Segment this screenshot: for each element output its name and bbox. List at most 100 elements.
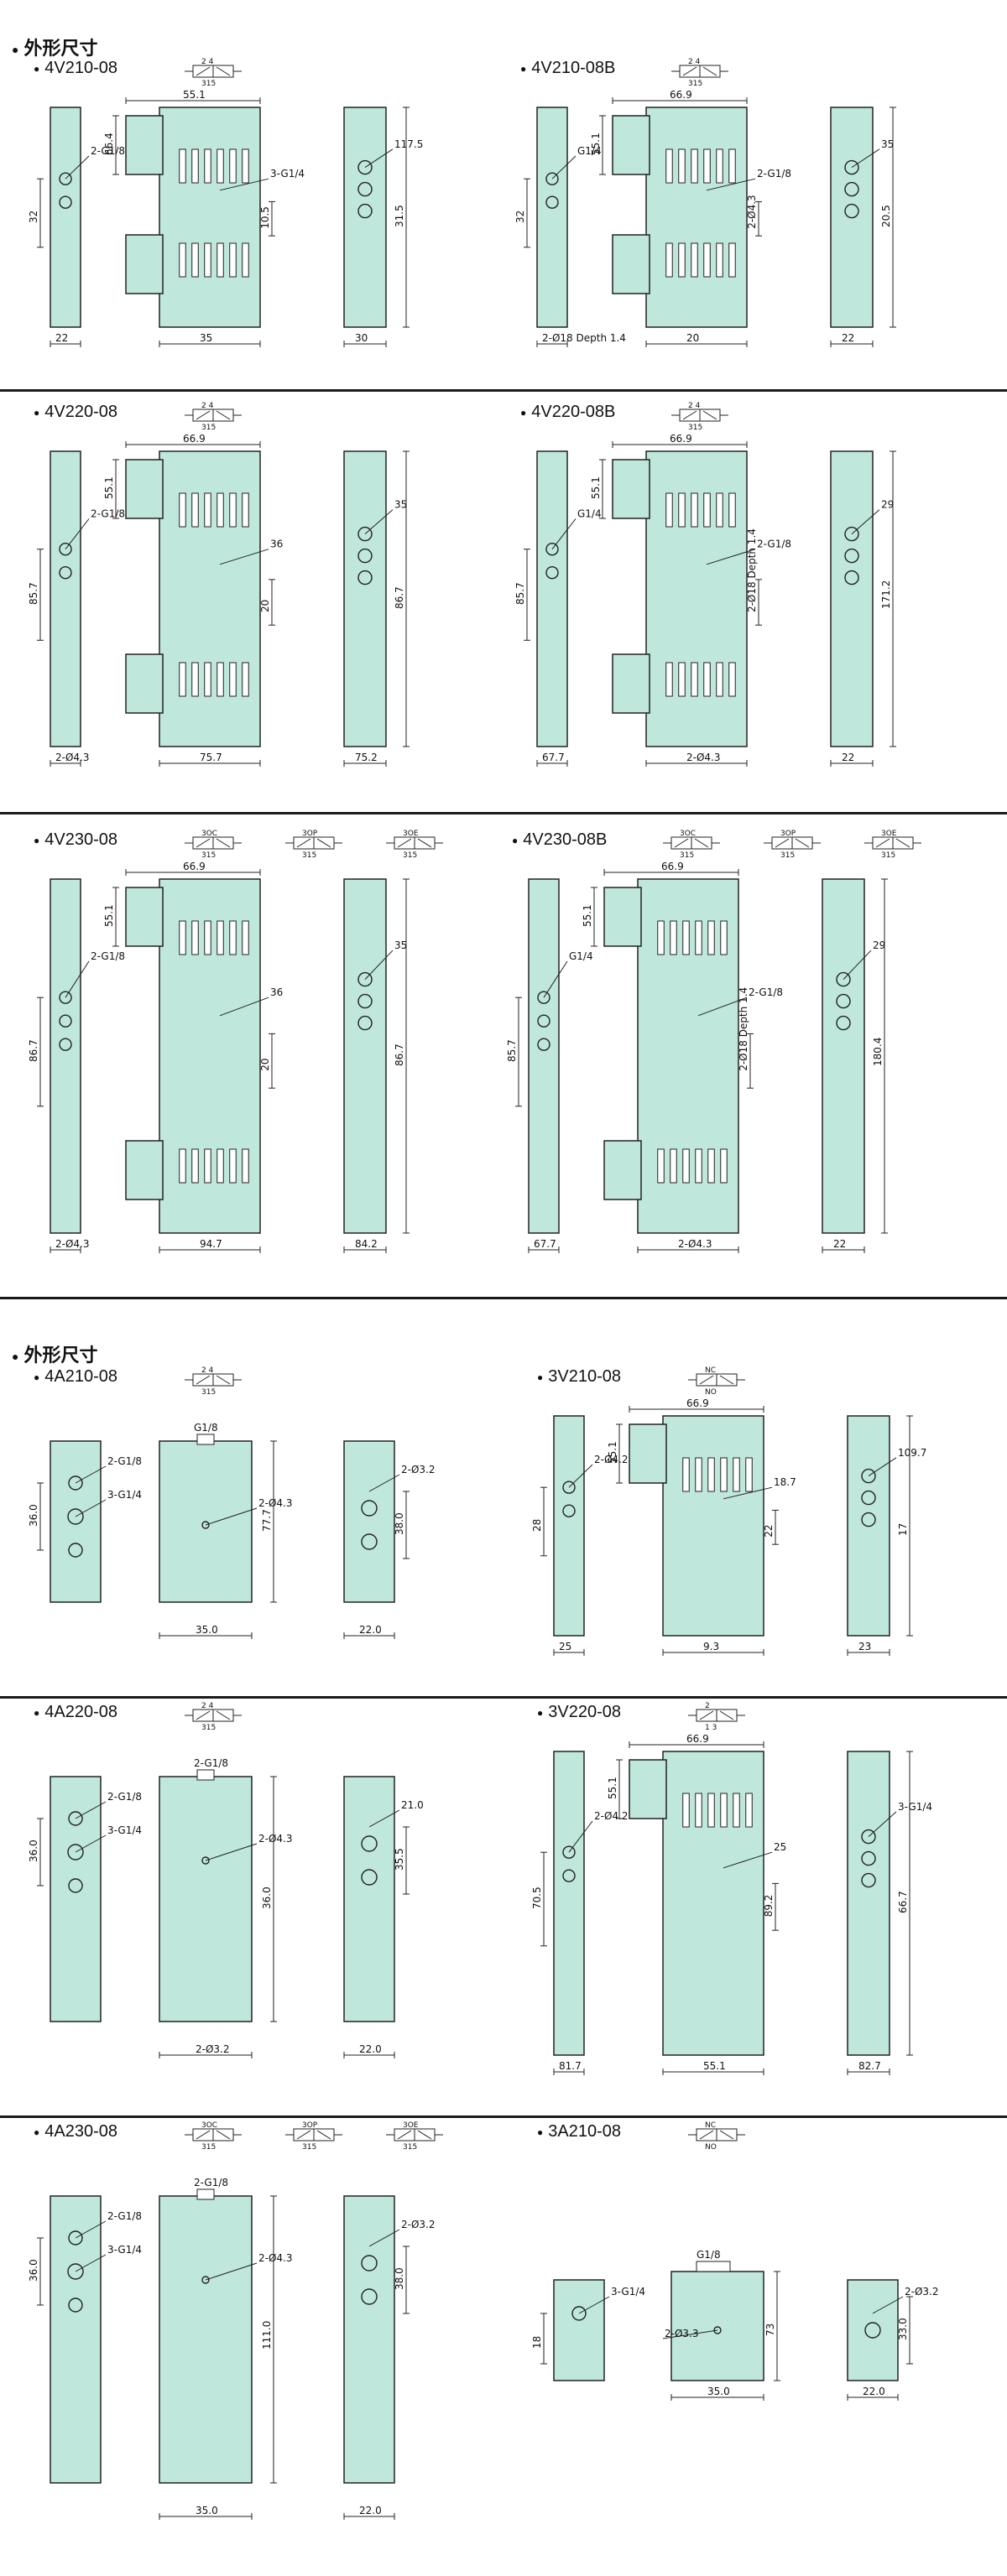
side-view-body bbox=[553, 2279, 605, 2381]
dimension-label: 77.7 bbox=[261, 1509, 273, 1532]
symbol-label: 3OP bbox=[302, 2121, 318, 2130]
port-boss bbox=[696, 2261, 731, 2272]
symbol-label: 3OP bbox=[780, 830, 796, 838]
cooling-slot bbox=[217, 242, 224, 278]
port-hole bbox=[844, 548, 859, 564]
coil-housing bbox=[612, 115, 650, 175]
leader-label: 2-G1/8 bbox=[757, 539, 791, 550]
dimension-label: 20 bbox=[686, 332, 699, 344]
symbol-label: 315 bbox=[780, 851, 795, 860]
symbol-label: 315 bbox=[201, 1388, 216, 1397]
row-divider bbox=[0, 812, 1007, 814]
dimension-label: 66.9 bbox=[183, 433, 206, 445]
leader-label: 2-Ø3.3 bbox=[665, 2328, 699, 2339]
end-view-body bbox=[343, 1440, 395, 1603]
dimension-label: 33.0 bbox=[897, 2318, 909, 2340]
leader-label: 2-Ø3.2 bbox=[905, 2286, 939, 2298]
leader-label: G1/4 bbox=[577, 145, 602, 157]
dimension-label: 180.4 bbox=[872, 1038, 884, 1066]
leader-line bbox=[219, 997, 269, 1017]
leader-label: 36 bbox=[270, 986, 283, 998]
cooling-slot bbox=[716, 662, 723, 697]
leader-line bbox=[868, 1457, 897, 1477]
dimension-label: 55.1 bbox=[607, 1441, 618, 1464]
coil-housing bbox=[612, 459, 650, 519]
dimension-label: 35.0 bbox=[196, 2505, 218, 2516]
cooling-slot bbox=[733, 1793, 740, 1828]
cooling-slot bbox=[242, 492, 249, 528]
symbol-label: 315 bbox=[403, 851, 417, 860]
leader-label: 2-G1/8 bbox=[757, 168, 791, 180]
drawing-svg: 2 43152-G1/83-G1/436.02-G1/82-Ø4.336.02-… bbox=[28, 1702, 424, 2058]
cooling-slot bbox=[204, 492, 211, 528]
cooling-slot bbox=[745, 1793, 753, 1828]
model-title-text: 4V210-08 bbox=[44, 59, 117, 77]
cooling-slot bbox=[703, 492, 711, 528]
port-hole bbox=[59, 1038, 72, 1051]
symbol-label: 315 bbox=[201, 424, 216, 432]
leader-line bbox=[364, 950, 394, 980]
leader-line bbox=[75, 1465, 107, 1484]
dimension-label: 2-Ø3.2 bbox=[196, 2043, 230, 2055]
leader-label: G1/4 bbox=[569, 950, 593, 962]
leader-line bbox=[205, 1507, 258, 1526]
valve-symbol: 3OE 315 bbox=[386, 830, 443, 860]
symbol-label: 3OE bbox=[403, 830, 419, 838]
dimension-label: 86.7 bbox=[28, 1039, 39, 1062]
port-hole bbox=[357, 548, 373, 564]
model-title-text: 4V220-08B bbox=[531, 403, 616, 421]
symbol-label: 3OE bbox=[403, 2121, 419, 2130]
dimension-label: 20.5 bbox=[880, 205, 892, 227]
cooling-slot bbox=[728, 148, 736, 184]
cooling-slot bbox=[707, 920, 715, 955]
cooling-slot bbox=[682, 1457, 690, 1492]
cooling-slot bbox=[670, 920, 677, 955]
port-hole bbox=[361, 2288, 378, 2305]
port-hole bbox=[357, 181, 373, 197]
dimension-label: 75.7 bbox=[200, 752, 222, 763]
drawing-svg: 2 43152-G1/83-G1/436.0G1/82-Ø4.377.735.0… bbox=[28, 1366, 436, 1639]
dimension-label: 66.4 bbox=[103, 133, 115, 155]
model-title-text: 3V220-08 bbox=[548, 1703, 621, 1721]
symbol-label: 2 bbox=[705, 1702, 710, 1710]
bullet-icon: ● bbox=[520, 62, 527, 75]
bullet-icon: ● bbox=[34, 406, 40, 419]
bullet-icon: ● bbox=[34, 62, 40, 75]
port-hole bbox=[562, 1504, 576, 1517]
symbol-label: 1 3 bbox=[705, 1724, 717, 1732]
port-hole bbox=[361, 1500, 378, 1517]
dimension-label: 31.5 bbox=[394, 205, 405, 227]
dimension-label: 10.5 bbox=[259, 206, 271, 229]
port-hole bbox=[361, 1869, 378, 1886]
cooling-slot bbox=[665, 662, 673, 697]
symbol-label: NC bbox=[705, 1366, 716, 1375]
symbol-label: 2 4 bbox=[201, 1366, 214, 1375]
bullet-icon: ● bbox=[34, 1371, 40, 1383]
cooling-slot bbox=[707, 1793, 715, 1828]
symbol-label: 315 bbox=[302, 851, 316, 860]
cooling-slot bbox=[229, 920, 237, 955]
coil-housing bbox=[125, 887, 164, 947]
cooling-slot bbox=[703, 148, 711, 184]
leader-label: G1/4 bbox=[577, 508, 602, 520]
leader-line bbox=[75, 2220, 107, 2239]
dimension-label: 35.0 bbox=[707, 2386, 730, 2397]
leader-label: 35 bbox=[394, 499, 407, 511]
side-view-body bbox=[50, 878, 81, 1234]
drawing-svg: 3OC3153OP3153OE3152-G1/83-G1/436.02-G1/8… bbox=[28, 2121, 443, 2520]
dimension-label: 89.2 bbox=[763, 1895, 775, 1918]
cooling-slot bbox=[728, 242, 736, 278]
leader-line bbox=[368, 1474, 400, 1492]
leader-label: 36 bbox=[270, 539, 283, 550]
cooling-slot bbox=[703, 662, 711, 697]
leader-label: 3-G1/4 bbox=[611, 2286, 645, 2298]
cooling-slot bbox=[682, 1148, 690, 1184]
cooling-slot bbox=[745, 1457, 753, 1492]
coil-housing bbox=[125, 653, 164, 714]
dimension-label: 66.9 bbox=[670, 89, 692, 101]
cooling-slot bbox=[695, 920, 702, 955]
